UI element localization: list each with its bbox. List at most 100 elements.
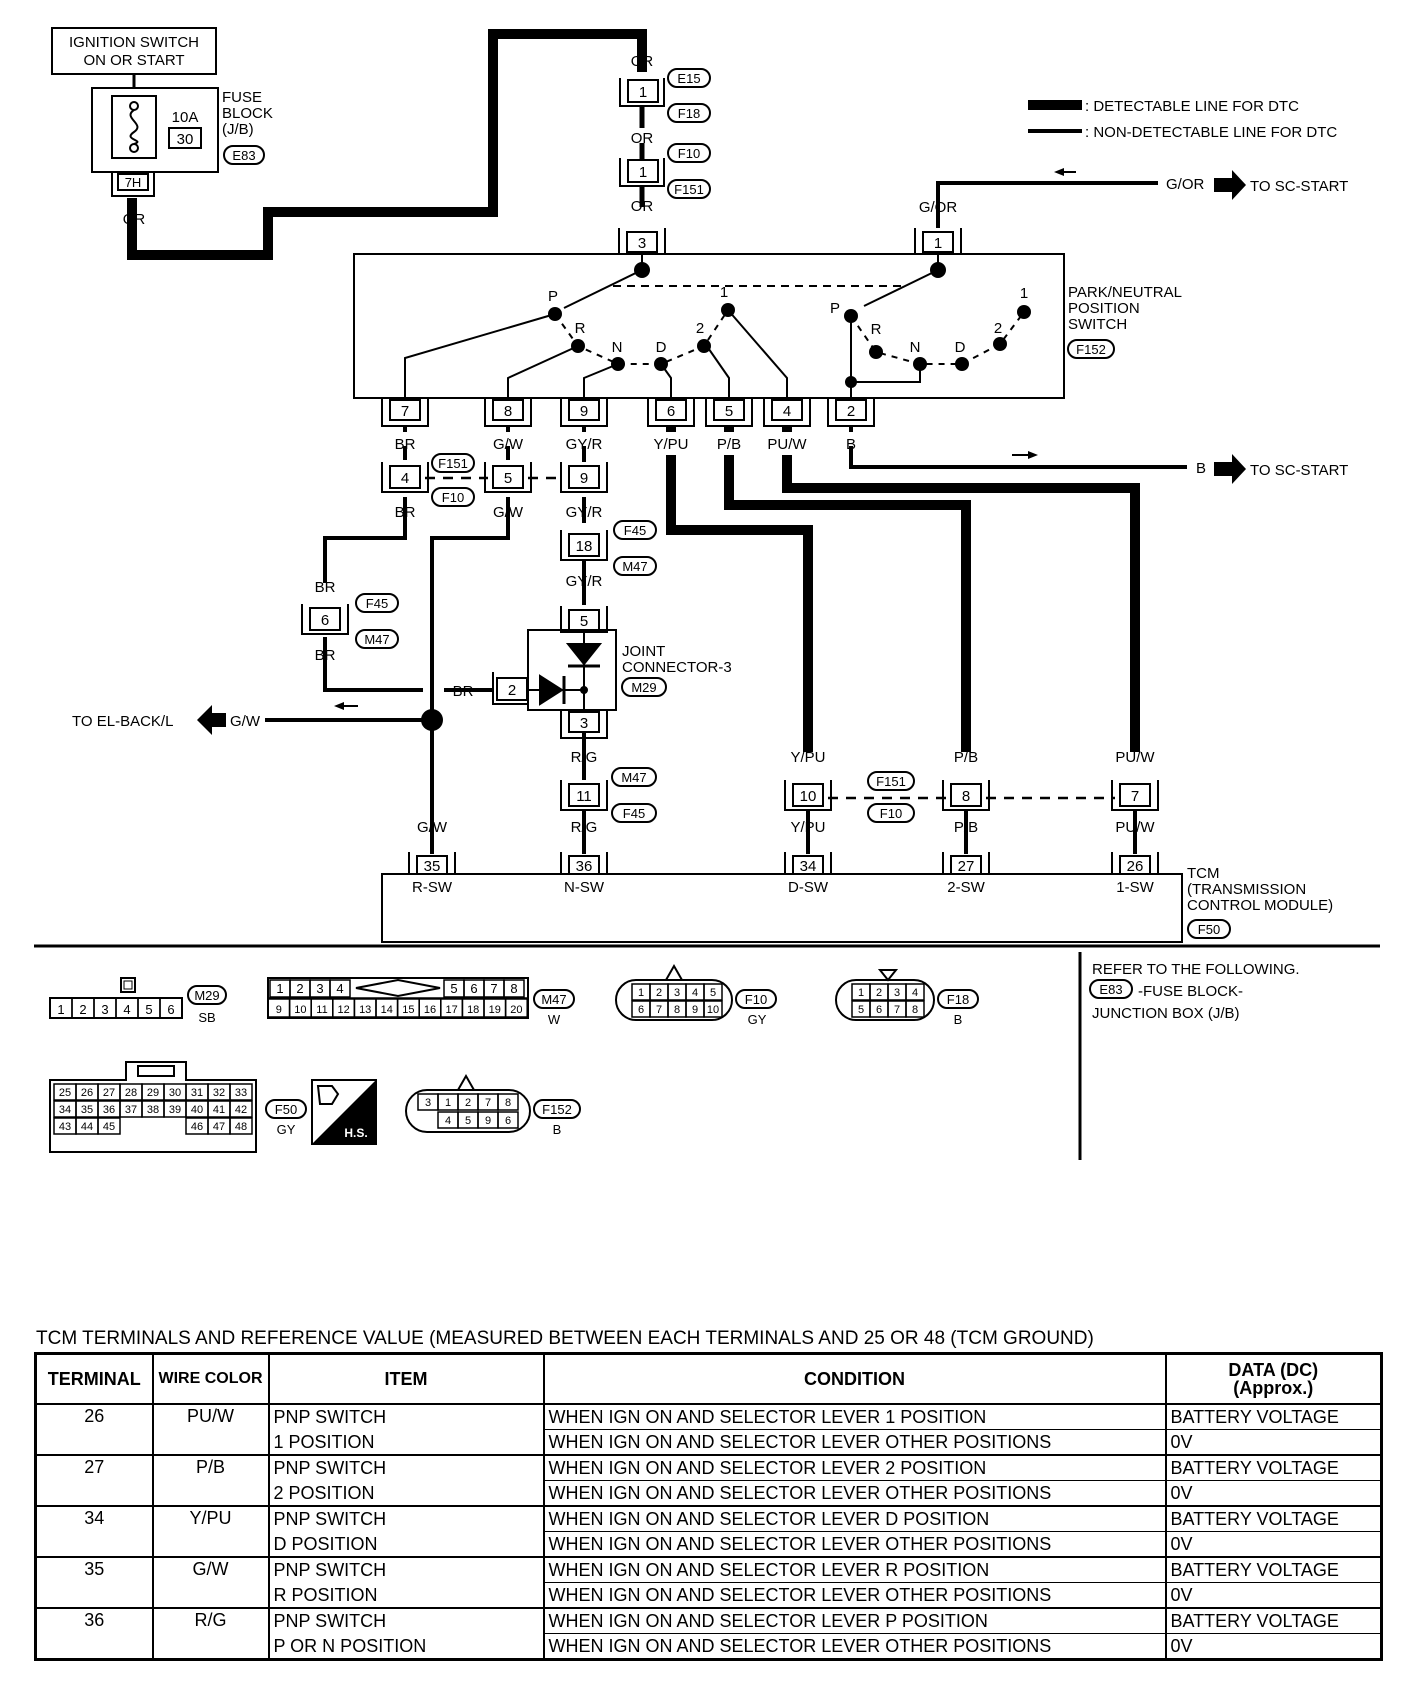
svg-text:F50: F50	[1198, 922, 1220, 937]
fuse-number: 30	[177, 131, 194, 148]
connector-pin-label: 2	[465, 1097, 471, 1109]
joint-label-1: JOINT	[622, 643, 665, 660]
data-cell: 0V	[1164, 1480, 1383, 1506]
connector-pin-label: 30	[169, 1087, 181, 1099]
svg-text:G/W: G/W	[493, 436, 524, 453]
svg-text:27: 27	[958, 858, 975, 875]
pnp-label-2: POSITION	[1068, 300, 1140, 317]
connector-pin	[497, 1111, 519, 1129]
connector-pin-label: 6	[470, 981, 477, 996]
connector-pin-label: 32	[213, 1087, 225, 1099]
connector-tag-m29	[621, 677, 667, 697]
svg-text:2: 2	[847, 403, 855, 420]
svg-text:5: 5	[504, 470, 512, 487]
svg-text:GY/R: GY/R	[566, 504, 603, 521]
to-el-back-label: TO EL-BACK/L	[72, 713, 173, 730]
connector-pin	[159, 997, 183, 1019]
svg-text:8: 8	[504, 403, 512, 420]
connector-pin-label: 46	[191, 1121, 203, 1133]
connector-pin-label: 9	[692, 1004, 698, 1016]
svg-text:18: 18	[576, 538, 593, 555]
refer-line1: REFER TO THE FOLLOWING.	[1092, 961, 1300, 978]
condition-cell: WHEN IGN ON AND SELECTOR LEVER OTHER POS…	[542, 1633, 1167, 1660]
connector-pin-label: 6	[167, 1002, 174, 1017]
svg-text:Y/PU: Y/PU	[790, 819, 825, 836]
arrow-right-icon	[1214, 454, 1246, 484]
connector-pin-label: 1	[276, 981, 283, 996]
connector-tag-e83	[223, 145, 265, 165]
connector-pin-label: 4	[912, 987, 918, 999]
tcm-box	[381, 873, 1183, 943]
tcm-n-sw: N-SW	[564, 879, 605, 896]
connector-pin-label: 6	[638, 1004, 644, 1016]
connector-pin-label: 34	[59, 1104, 71, 1116]
svg-text:Y/PU: Y/PU	[790, 749, 825, 766]
connector-pin-label: 48	[235, 1121, 247, 1133]
connector-tag-f45	[613, 520, 657, 540]
connector-tag-f45	[611, 803, 657, 823]
dashed-links	[425, 476, 1115, 800]
connector-pin-label: 6	[505, 1115, 511, 1127]
wire-g-w-tcm	[430, 497, 510, 854]
svg-text:4: 4	[401, 470, 409, 487]
arrow-right-icon	[1214, 170, 1246, 200]
svg-text:OR: OR	[631, 53, 654, 70]
condition-cell: WHEN IGN ON AND SELECTOR LEVER D POSITIO…	[542, 1505, 1167, 1532]
data-cell: 0V	[1164, 1633, 1383, 1660]
condition-cell: WHEN IGN ON AND SELECTOR LEVER 1 POSITIO…	[542, 1403, 1167, 1430]
svg-text:E83: E83	[232, 148, 255, 163]
item-cell: PNP SWITCH	[267, 1607, 545, 1634]
connector-pin-label: 16	[424, 1004, 436, 1016]
pnp-label-3: SWITCH	[1068, 316, 1127, 333]
tcm-d-sw: D-SW	[788, 879, 829, 896]
svg-text:7: 7	[1131, 788, 1139, 805]
data-cell: BATTERY VOLTAGE	[1164, 1607, 1383, 1634]
svg-text:F18: F18	[678, 106, 700, 121]
svg-text:BR: BR	[315, 647, 336, 664]
connector-pin-label: 3	[316, 981, 323, 996]
connector-tag-f45	[355, 593, 399, 613]
to-el-back-wire: G/W	[230, 713, 261, 730]
condition-cell: WHEN IGN ON AND SELECTOR LEVER 2 POSITIO…	[542, 1454, 1167, 1481]
connector-pin-label: 20	[510, 1004, 522, 1016]
svg-text:8: 8	[962, 788, 970, 805]
svg-text:1: 1	[934, 235, 942, 252]
connector-tag-f151	[431, 453, 475, 473]
connector-pin-label: 2	[79, 1002, 86, 1017]
connector-tag-f18	[667, 103, 711, 123]
wiring-diagram: : DETECTABLE LINE FOR DTC : NON-DETECTAB…	[34, 27, 1380, 1160]
f151-f10-lower-connectors	[784, 780, 1159, 811]
condition-cell: WHEN IGN ON AND SELECTOR LEVER R POSITIO…	[542, 1556, 1167, 1583]
pnp-label-1: PARK/NEUTRAL	[1068, 284, 1182, 301]
connector-pin-label: 3	[425, 1097, 431, 1109]
svg-text:36: 36	[576, 858, 593, 875]
connector-pin-label: 35	[81, 1104, 93, 1116]
header-condition: CONDITION	[542, 1352, 1167, 1405]
connector-pin-label: 7	[485, 1097, 491, 1109]
connector-pin-label: 27	[103, 1087, 115, 1099]
connector-pin	[329, 979, 351, 998]
svg-text:P: P	[830, 300, 840, 317]
connector-pin-label: 15	[402, 1004, 414, 1016]
connector-pin-label: 4	[336, 981, 343, 996]
detectable-wires	[127, 29, 1140, 752]
connector-pin	[497, 1093, 519, 1111]
connector-tag-e83	[1089, 979, 1133, 999]
svg-text:R: R	[871, 321, 882, 338]
connector-pin	[97, 1117, 121, 1135]
svg-text:F152: F152	[542, 1102, 572, 1117]
fuse-terminal: 7H	[125, 175, 142, 190]
svg-text:F50: F50	[275, 1102, 297, 1117]
refer-line3: JUNCTION BOX (J/B)	[1092, 1005, 1240, 1022]
header-wire-color: WIRE COLOR	[151, 1352, 270, 1405]
connector-pin-label: 10	[707, 1004, 719, 1016]
svg-text:PU/W: PU/W	[1115, 749, 1155, 766]
connector-pin-label: 18	[467, 1004, 479, 1016]
connector-pin-label: 17	[445, 1004, 457, 1016]
svg-text:F152: F152	[1076, 342, 1106, 357]
to-sc-start-bottom: TO SC-START	[1250, 462, 1348, 479]
